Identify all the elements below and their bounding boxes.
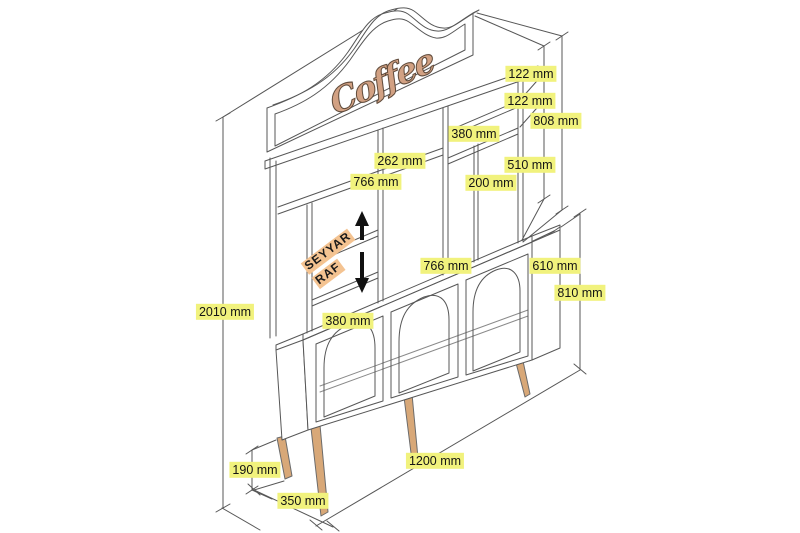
pediment-front: [266, 10, 474, 153]
fixed-shelf-below: [311, 271, 379, 307]
arrow-down-icon: [355, 252, 369, 293]
dimension-label-cabinet-width-766: 766 mm: [420, 257, 472, 275]
arrow-up-icon: [355, 211, 369, 240]
hutch-divider-200: [473, 143, 479, 263]
dimension-label-depth-350: 350 mm: [277, 492, 329, 510]
pediment-inner-frame: [274, 18, 466, 147]
dimension-label-leg-height-190: 190 mm: [229, 461, 281, 479]
dimension-label-shelf-row-122-top: 122 mm: [505, 65, 557, 83]
arched-door-right: [465, 253, 529, 376]
dimension-label-open-height-510: 510 mm: [504, 156, 556, 174]
dimension-label-column-height-808: 808 mm: [530, 112, 582, 130]
dimension-label-total-height-2010: 2010 mm: [195, 303, 255, 321]
dimension-label-total-width-1200: 1200 mm: [405, 452, 465, 470]
hutch-divider-right: [442, 105, 449, 276]
pediment: [266, 7, 480, 153]
pediment-top-edge: [272, 7, 480, 106]
hutch-left-wall: [269, 157, 277, 339]
dimension-label-open-height-200: 200 mm: [465, 174, 517, 192]
arched-door-middle: [390, 283, 459, 399]
dimension-label-shelf-row-122-second: 122 mm: [504, 92, 556, 110]
dimension-label-cabinet-height-810: 810 mm: [554, 284, 606, 302]
dimension-label-shelf-width-766: 766 mm: [350, 173, 402, 191]
dimension-label-cubby-width-380: 380 mm: [448, 125, 500, 143]
dimension-label-shelf-col-width-380: 380 mm: [322, 312, 374, 330]
dimension-label-cabinet-height-610: 610 mm: [529, 257, 581, 275]
hutch-shelf-122-second: [447, 127, 519, 165]
dimension-label-cubby-width-262: 262 mm: [374, 152, 426, 170]
